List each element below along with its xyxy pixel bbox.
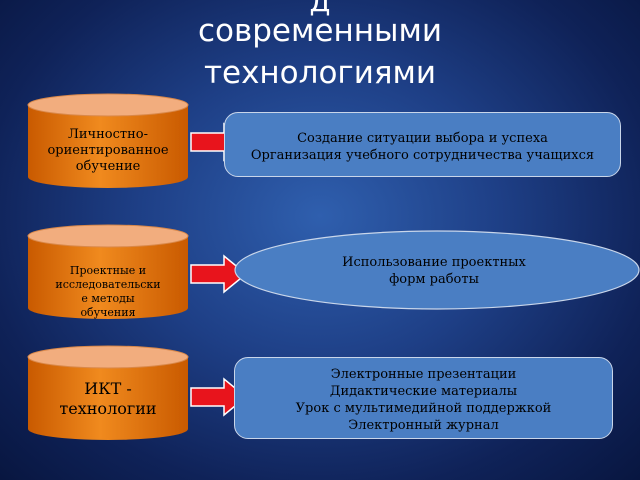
title-line-3: технологиями [203,55,437,91]
cylinder-ict: ИКТ - технологии [27,345,189,441]
cylinder-personal-oriented: Личностно- ориентированное обучение [27,93,189,189]
detail-text: Использование проектных [342,255,526,270]
title-line-2: современными [197,13,443,49]
cylinder-label: Проектные и исследовательски е методы об… [55,264,161,319]
detail-text: Урок с мультимедийной поддержкой [295,401,552,416]
detail-text: Организация учебного сотрудничества учащ… [250,148,595,163]
cylinder-label: Личностно- ориентированное обучение [47,127,169,174]
detail-text: Электронный журнал [348,418,499,433]
detail-text: Дидактические материалы [329,384,518,399]
cylinder-label: ИКТ - технологии [59,379,157,418]
detail-text: форм работы [389,272,479,287]
arrow-right-icon [190,254,248,294]
title-line-1: д [309,0,331,19]
detail-text: Электронные презентации [330,367,517,382]
detail-box-ict: Электронные презентации Дидактические ма… [234,357,613,439]
detail-ellipse-projects: Использование проектных форм работы [234,230,640,310]
detail-text: Создание ситуации выбора и успеха [297,131,548,146]
cylinder-project-research: Проектные и исследовательски е методы об… [27,224,189,320]
detail-box-choice-success: Создание ситуации выбора и успеха Органи… [224,112,621,177]
